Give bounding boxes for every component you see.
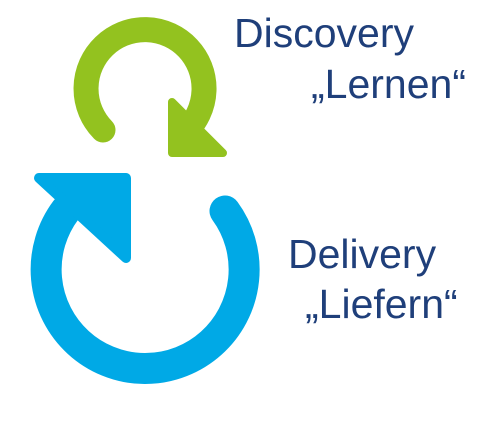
discovery-cycle-icon [73,17,227,157]
delivery-subtitle: „Liefern“ [305,281,458,327]
discovery-subtitle: „Lernen“ [311,61,466,107]
delivery-cycle-icon [30,173,260,384]
discovery-title: Discovery [234,10,414,56]
discovery-arrowhead [168,98,227,157]
delivery-arrowhead [34,173,131,263]
delivery-title: Delivery [288,231,437,277]
discovery-arc [73,17,217,145]
delivery-arc [30,194,260,384]
